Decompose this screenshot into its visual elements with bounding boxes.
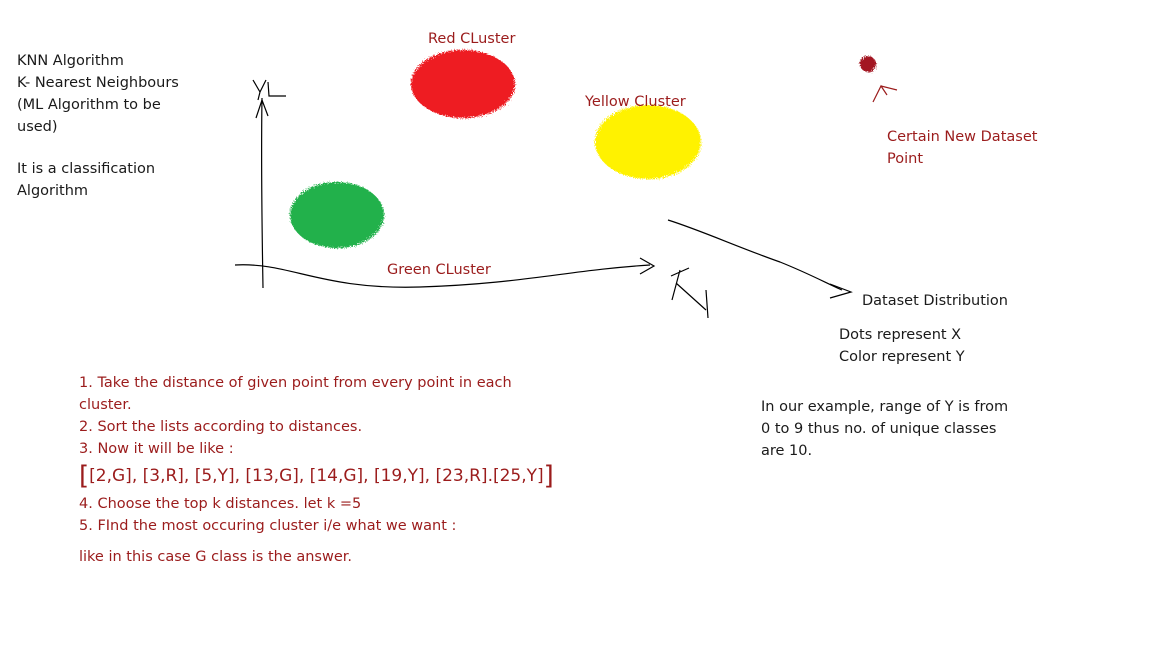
example-note-line3: are 10. <box>761 443 813 459</box>
new-datapoint-label-line2: Point <box>887 151 924 167</box>
example-note-line2: 0 to 9 thus no. of unique classes <box>761 421 997 437</box>
intro-title: KNN Algorithm <box>17 53 124 69</box>
intro-subtitle: K- Nearest Neighbours <box>17 75 179 91</box>
yellow-cluster-blob <box>595 105 701 179</box>
intro-note-line1: (ML Algorithm to be <box>17 97 161 113</box>
green-cluster-label: Green CLuster <box>387 262 491 278</box>
step-2: 2. Sort the lists according to distances… <box>79 419 363 435</box>
new-datapoint-label-line1: Certain New Dataset <box>887 129 1038 145</box>
distance-list: [[2,G], [3,R], [5,Y], [13,G], [14,G], [1… <box>79 463 554 489</box>
intro-note-line2: used) <box>17 119 58 135</box>
distribution-color-note: Color represent Y <box>839 349 965 365</box>
y-axis-arrowhead <box>255 98 269 119</box>
x-axis-line <box>234 264 651 288</box>
distance-list-close-bracket: ] <box>543 461 554 491</box>
distribution-title: Dataset Distribution <box>862 293 1008 309</box>
step-1-line2: cluster. <box>79 397 132 413</box>
green-cluster-blob <box>290 182 384 248</box>
example-note-line1: In our example, range of Y is from <box>761 399 1009 415</box>
yellow-cluster-label: Yellow Cluster <box>585 94 686 110</box>
new-datapoint-dot <box>860 56 876 72</box>
distance-list-open-bracket: [ <box>79 461 90 491</box>
new-datapoint-arrow <box>872 84 898 103</box>
x-axis-letter <box>670 267 709 319</box>
distribution-arrow <box>667 219 843 291</box>
y-axis-letter <box>252 79 286 101</box>
step-4: 4. Choose the top k distances. let k =5 <box>79 496 362 512</box>
x-axis-arrowhead <box>639 257 656 275</box>
distribution-dots-note: Dots represent X <box>839 327 962 343</box>
distance-list-items: [2,G], [3,R], [5,Y], [13,G], [14,G], [19… <box>89 466 544 486</box>
red-cluster-label: Red CLuster <box>428 31 516 47</box>
intro-classification-line1: It is a classification <box>17 161 156 177</box>
step-1-line1: 1. Take the distance of given point from… <box>79 375 512 391</box>
intro-classification-line2: Algorithm <box>17 183 89 199</box>
y-axis-line <box>260 97 264 289</box>
distribution-arrowhead <box>829 283 853 299</box>
step-3: 3. Now it will be like : <box>79 441 234 457</box>
red-cluster-blob <box>411 50 515 118</box>
conclusion: like in this case G class is the answer. <box>79 549 353 565</box>
step-5: 5. FInd the most occuring cluster i/e wh… <box>79 518 457 534</box>
